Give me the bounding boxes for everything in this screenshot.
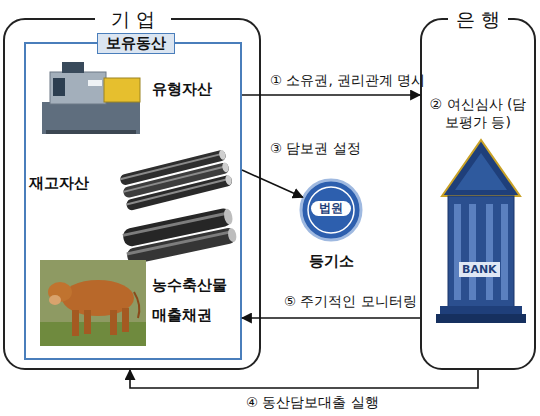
edge-label: ① 소유권, 권리관계 명시 bbox=[270, 72, 425, 88]
movable-assets-box: 보유동산유형자산재고자산농수축산물매출채권 bbox=[24, 42, 242, 360]
node-heading: 은 행 bbox=[448, 8, 508, 32]
review-note: ② 여신심사 (담보평가 등) bbox=[424, 96, 532, 131]
bank-illustration bbox=[436, 140, 526, 323]
bank-column bbox=[486, 204, 493, 300]
machine-base bbox=[42, 102, 140, 134]
pipe-end bbox=[227, 227, 238, 242]
pipe-highlight bbox=[126, 177, 231, 205]
cow-leg bbox=[72, 310, 79, 336]
grass bbox=[40, 322, 146, 346]
cow-muzzle bbox=[49, 295, 61, 305]
cow-leg bbox=[110, 310, 117, 335]
seal-ring bbox=[308, 187, 354, 233]
pipe-end bbox=[223, 208, 234, 225]
pipe-end bbox=[224, 174, 232, 185]
machine-illustration bbox=[42, 62, 140, 134]
bank-wall bbox=[448, 196, 514, 308]
bank-roof bbox=[442, 140, 520, 196]
group-title: 보유동산 bbox=[97, 33, 175, 54]
machine-hopper bbox=[62, 62, 84, 73]
cow-leg bbox=[84, 310, 91, 334]
pasture bbox=[40, 260, 146, 346]
bank-box: 은 행② 여신심사 (담보평가 등) bbox=[420, 18, 536, 370]
bank-column bbox=[501, 204, 508, 300]
registry-seal: 법원등기소 bbox=[296, 178, 366, 274]
asset-label: 유형자산 bbox=[152, 80, 212, 99]
pipe-highlight bbox=[123, 165, 228, 193]
seal-text: 법원 bbox=[311, 201, 351, 216]
edge-label: ③ 담보권 설정 bbox=[270, 140, 361, 156]
edge-label: ④ 동산담보대출 실행 bbox=[246, 394, 379, 410]
pipe-highlight bbox=[123, 211, 231, 237]
pipe-highlight bbox=[126, 230, 234, 256]
machine-panel bbox=[104, 78, 140, 102]
cow-tail bbox=[134, 292, 139, 318]
asset-label: 재고자산 bbox=[29, 174, 89, 193]
flow-arrow bbox=[242, 317, 420, 319]
bank-step bbox=[440, 306, 522, 314]
machine-logo bbox=[88, 80, 102, 86]
asset-label: 매출채권 bbox=[152, 306, 212, 325]
company-box: 기 업보유동산유형자산재고자산농수축산물매출채권 bbox=[3, 18, 261, 370]
pipe-highlight bbox=[120, 152, 225, 180]
bank-step bbox=[436, 314, 526, 323]
bank-sign: BANK bbox=[459, 262, 500, 277]
pipe-end bbox=[221, 162, 229, 173]
pipes-illustration bbox=[119, 149, 238, 265]
machine-screen bbox=[53, 78, 65, 96]
bank-column bbox=[454, 204, 461, 300]
asset-label: 농수축산물 bbox=[152, 276, 227, 295]
machine-body bbox=[50, 72, 106, 104]
bank-pediment bbox=[455, 153, 507, 190]
pipe-end bbox=[218, 149, 226, 160]
node-label: 등기소 bbox=[286, 252, 376, 271]
pipe bbox=[126, 174, 233, 211]
node-heading: 기 업 bbox=[95, 8, 171, 32]
edge-label: ⑤ 주기적인 모니터링 bbox=[284, 293, 417, 309]
flow-arrow bbox=[130, 370, 478, 388]
bank-column bbox=[469, 204, 476, 300]
machine-foot bbox=[46, 130, 136, 134]
cow-illustration bbox=[40, 260, 146, 346]
flow-arrow bbox=[242, 170, 303, 197]
cow-leg bbox=[122, 308, 129, 332]
flow-arrow bbox=[242, 94, 420, 96]
seal-disc bbox=[301, 180, 361, 240]
